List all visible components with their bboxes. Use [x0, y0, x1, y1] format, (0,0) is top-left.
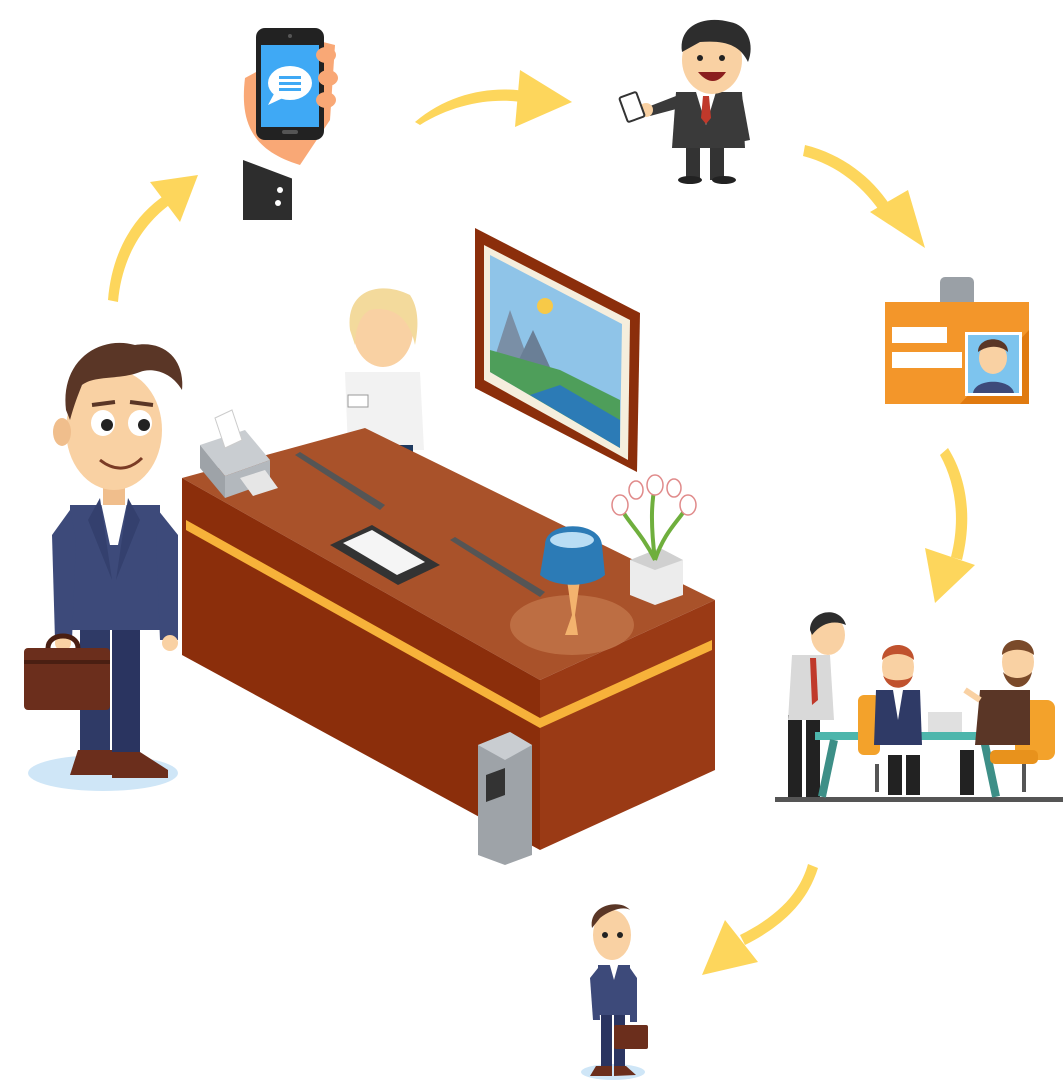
id-badge-icon: [885, 277, 1029, 404]
arrow-meeting-to-leaves: [702, 864, 818, 975]
host-with-phone-icon: [618, 19, 751, 184]
visitor-with-briefcase-icon: [24, 342, 183, 791]
arrow-visitor-to-phone: [108, 175, 198, 302]
arrow-phone-to-host: [415, 70, 572, 127]
printer: [200, 409, 278, 498]
phone-message-icon: [243, 28, 338, 220]
arrow-badge-to-meeting: [925, 448, 975, 603]
wall-painting: [475, 228, 640, 472]
desk-plant: [611, 474, 697, 605]
reception-desk-icon: [182, 228, 715, 865]
arrow-host-to-badge: [803, 145, 925, 248]
meeting-table-icon: [775, 612, 1063, 802]
cycle-arrows: [108, 70, 975, 975]
desk-lamp: [510, 526, 634, 655]
small-visitor-icon: [581, 904, 648, 1080]
trash-bin: [478, 732, 532, 865]
